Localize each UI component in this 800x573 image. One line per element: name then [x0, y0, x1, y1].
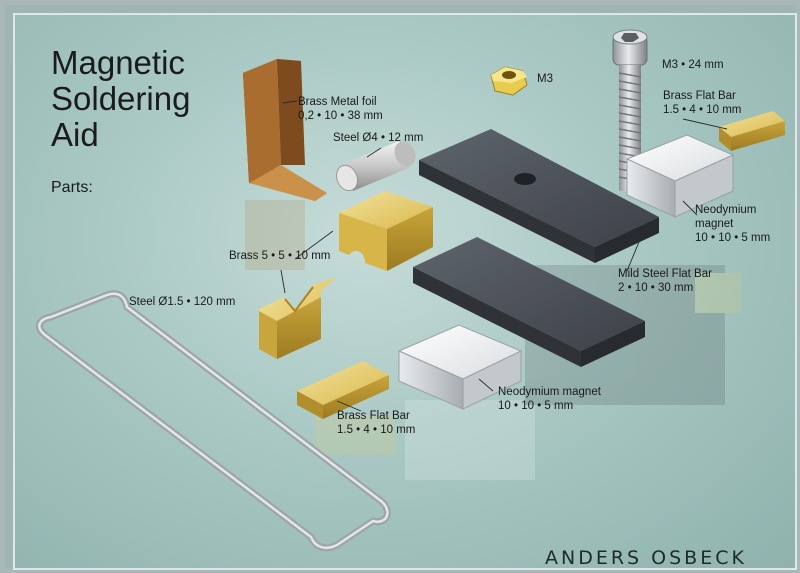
label-steel-wire: Steel Ø1.5 • 120 mm: [129, 296, 236, 308]
author-signature: ANDERS OSBECK: [545, 547, 747, 569]
label-brass-flat-bar-bottom: Brass Flat Bar 1.5 • 4 • 10 mm: [337, 409, 415, 437]
label-neodymium-bottom-size: 10 • 10 • 5 mm: [498, 400, 574, 412]
label-brass-block: Brass 5 • 5 • 10 mm: [229, 250, 331, 262]
label-brass-flat-bar-bottom-name: Brass Flat Bar: [337, 410, 410, 422]
label-neodymium-top-line3: 10 • 10 • 5 mm: [695, 232, 771, 244]
label-mild-steel-name: Mild Steel Flat Bar: [618, 268, 712, 280]
steel-pin: [336, 141, 416, 192]
label-mild-steel: Mild Steel Flat Bar 2 • 10 • 30 mm: [618, 267, 712, 295]
m3-nut: [490, 66, 528, 96]
title-line-1: Magnetic: [51, 44, 185, 81]
label-brass-flat-bar-top-name: Brass Flat Bar: [663, 90, 736, 102]
leader-lines: [280, 100, 728, 412]
title-line-3: Aid: [51, 116, 99, 153]
label-steel-pin: Steel Ø4 • 12 mm: [333, 132, 424, 144]
brass-flat-bar-top: [719, 111, 785, 151]
steel-wire-loop: [35, 290, 391, 552]
mild-steel-flat-bar-lower: [413, 237, 645, 367]
brass-flat-bar-bottom: [297, 361, 389, 419]
parts-subtitle: Parts:: [51, 179, 93, 196]
label-brass-flat-bar-bottom-size: 1.5 • 4 • 10 mm: [337, 424, 416, 436]
label-brass-flat-bar-top-size: 1.5 • 4 • 10 mm: [663, 104, 742, 116]
brass-metal-foil: [243, 59, 327, 201]
label-m3-screw: M3 • 24 mm: [662, 59, 724, 71]
illustration-canvas: Magnetic Soldering Aid Parts: Brass Meta…: [13, 13, 797, 570]
neodymium-magnet-lower: [397, 324, 523, 410]
neodymium-magnet-top: [625, 134, 735, 218]
parts-illustration: [35, 29, 785, 552]
label-neodymium-top-line2: magnet: [695, 218, 734, 230]
brass-block-upper: [339, 191, 433, 271]
label-neodymium-top-line1: Neodymium: [695, 204, 757, 216]
page-title: Magnetic Soldering Aid: [51, 45, 190, 153]
label-neodymium-top: Neodymium magnet 10 • 10 • 5 mm: [695, 203, 770, 245]
brass-v-block: [259, 277, 337, 359]
label-mild-steel-size: 2 • 10 • 30 mm: [618, 282, 694, 294]
label-brass-foil-size: 0,2 • 10 • 38 mm: [298, 110, 383, 122]
label-brass-flat-bar-top: Brass Flat Bar 1.5 • 4 • 10 mm: [663, 89, 741, 117]
title-line-2: Soldering: [51, 80, 191, 117]
label-m3-nut: M3: [537, 73, 553, 85]
mild-steel-flat-bar-top: [419, 129, 659, 263]
label-neodymium-bottom-name: Neodymium magnet: [498, 386, 601, 398]
label-brass-foil: Brass Metal foil 0,2 • 10 • 38 mm: [298, 95, 383, 123]
m3-screw: [612, 29, 648, 191]
label-neodymium-bottom: Neodymium magnet 10 • 10 • 5 mm: [498, 385, 601, 413]
label-brass-foil-name: Brass Metal foil: [298, 96, 377, 108]
